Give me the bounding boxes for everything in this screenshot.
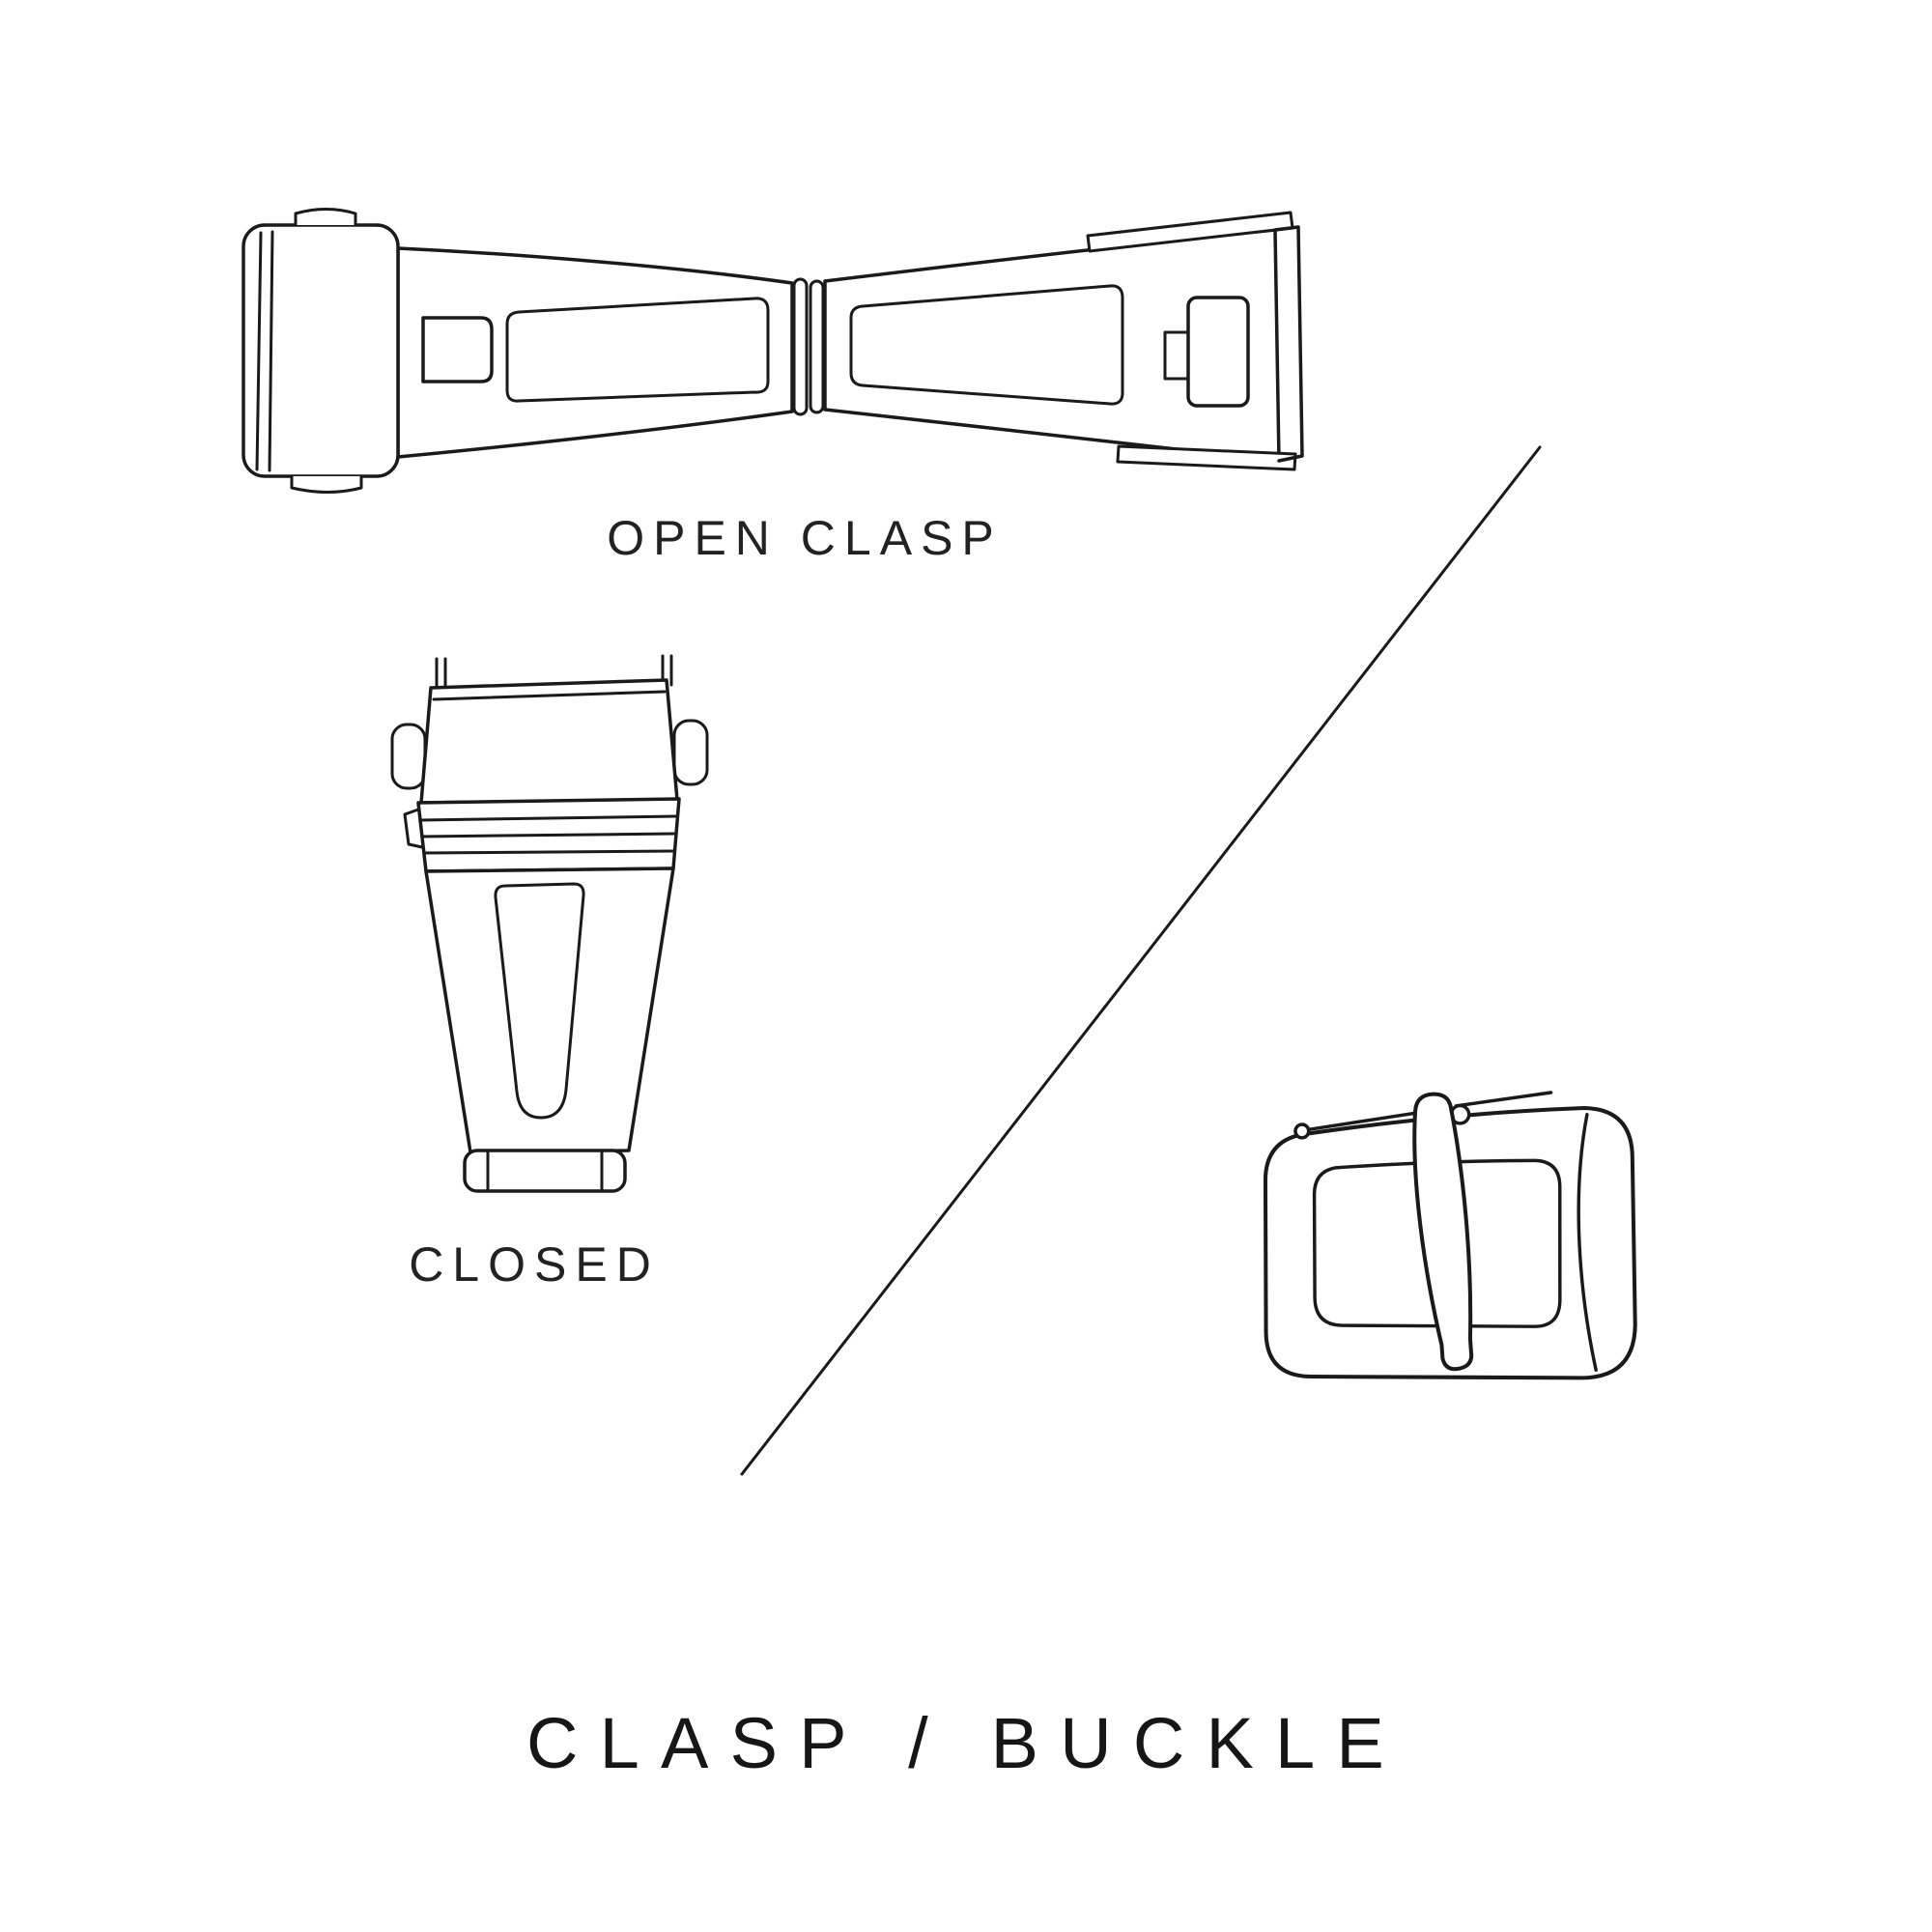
open-clasp-end-link-bottom-tab [290, 474, 363, 494]
buckle-illustration [1263, 1091, 1637, 1380]
closed-clasp-left-prong [435, 657, 447, 690]
closed-clasp-band-line-2 [420, 832, 677, 838]
open-clasp-right-bottom-strip [1116, 444, 1297, 471]
open-clasp-label: OPEN CLASP [607, 511, 1003, 565]
closed-clasp-right-ear [672, 719, 709, 786]
open-clasp-right-inner-outline [849, 284, 1124, 406]
closed-clasp-left-ear [390, 723, 427, 790]
closed-clasp-top-block-edge [432, 690, 667, 701]
open-clasp-end-link-edge-line-2 [268, 230, 274, 472]
open-clasp-end-link [242, 223, 400, 478]
buckle-pin-right [1454, 1091, 1553, 1108]
closed-clasp-label: CLOSED [409, 1237, 660, 1292]
buckle-side-thickness-line [1577, 1113, 1598, 1372]
closed-clasp-body [424, 867, 675, 1154]
open-clasp-right-latch-notch [1163, 330, 1190, 381]
closed-clasp-band-line-1 [418, 814, 679, 822]
open-clasp-left-inner-outline [505, 297, 770, 403]
open-clasp-end-link-edge-line-1 [255, 231, 263, 471]
open-clasp-right-end-cap [1273, 225, 1304, 463]
closed-clasp-body-inner-outline [494, 882, 585, 1120]
buckle-pin-left [1306, 1111, 1416, 1132]
closed-clasp-illustration [390, 654, 709, 1193]
open-clasp-end-link-top-tab [294, 208, 357, 227]
divider-line [740, 445, 1542, 1476]
closed-clasp-bottom-bar [463, 1149, 627, 1193]
closed-clasp-band-line-3 [422, 849, 676, 855]
open-clasp-left-blade [396, 246, 794, 459]
open-clasp-hinge-bar-left [792, 277, 809, 416]
open-clasp-right-latch [1186, 296, 1250, 408]
buckle-tang [1412, 1092, 1474, 1372]
page-title: CLASP / BUCKLE [526, 1703, 1406, 1783]
open-clasp-left-hook-notch [421, 316, 494, 384]
open-clasp-illustration [242, 208, 1304, 494]
open-clasp-hinge-bar-right [809, 279, 825, 414]
buckle-pin-end-cap [1293, 1122, 1311, 1140]
closed-clasp-band-left-notch [403, 808, 424, 849]
